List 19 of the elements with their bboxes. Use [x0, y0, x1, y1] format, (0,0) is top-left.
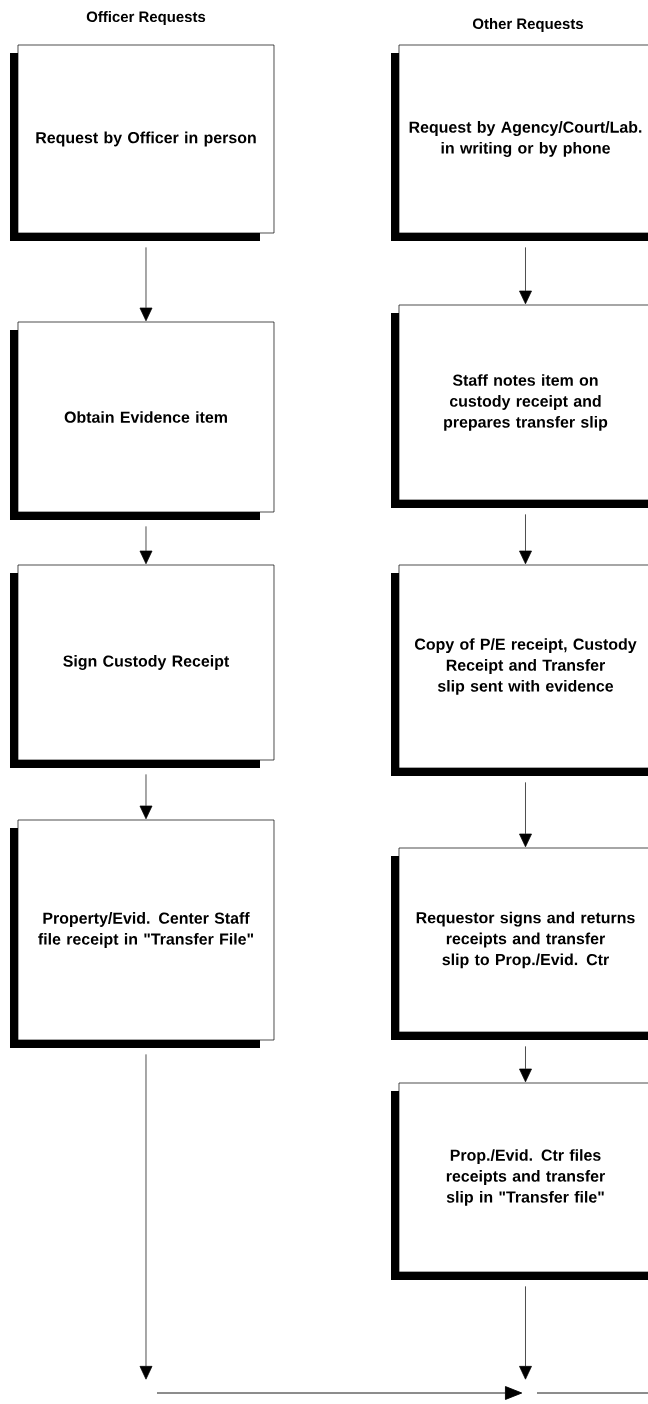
- arrow: [519, 782, 532, 848]
- arrow: [139, 247, 153, 322]
- process-box: Property/Evid. Center Staff file receipt in "Transfer File": [10, 819, 275, 1048]
- arrow: [139, 526, 153, 565]
- process-box: Request by Agency/Court/Lab. in writing or by phone: [391, 44, 648, 241]
- arrow: [519, 1286, 532, 1380]
- arrow: [519, 1046, 532, 1083]
- process-box: Prop./Evid. Ctr files receipts and transfer slip in "Transfer file": [391, 1082, 648, 1280]
- process-box: Sign Custody Receipt: [10, 564, 275, 768]
- process-box: Requestor signs and returns receipts and transfer slip to Prop./Evid. Ctr: [391, 847, 648, 1040]
- process-box: Obtain Evidence item: [10, 321, 275, 520]
- arrow: [139, 1054, 153, 1380]
- column-heading: Officer Requests: [86, 11, 206, 25]
- arrow: [139, 774, 153, 820]
- process-box: Copy of P/E receipt, Custody Receipt and Transfer slip sent with evidence: [391, 564, 648, 776]
- arrow: [519, 514, 532, 565]
- process-box: Request by Officer in person: [10, 44, 275, 241]
- process-box: Staff notes item on custody receipt and prepares transfer slip: [391, 304, 648, 508]
- arrow: [519, 247, 532, 305]
